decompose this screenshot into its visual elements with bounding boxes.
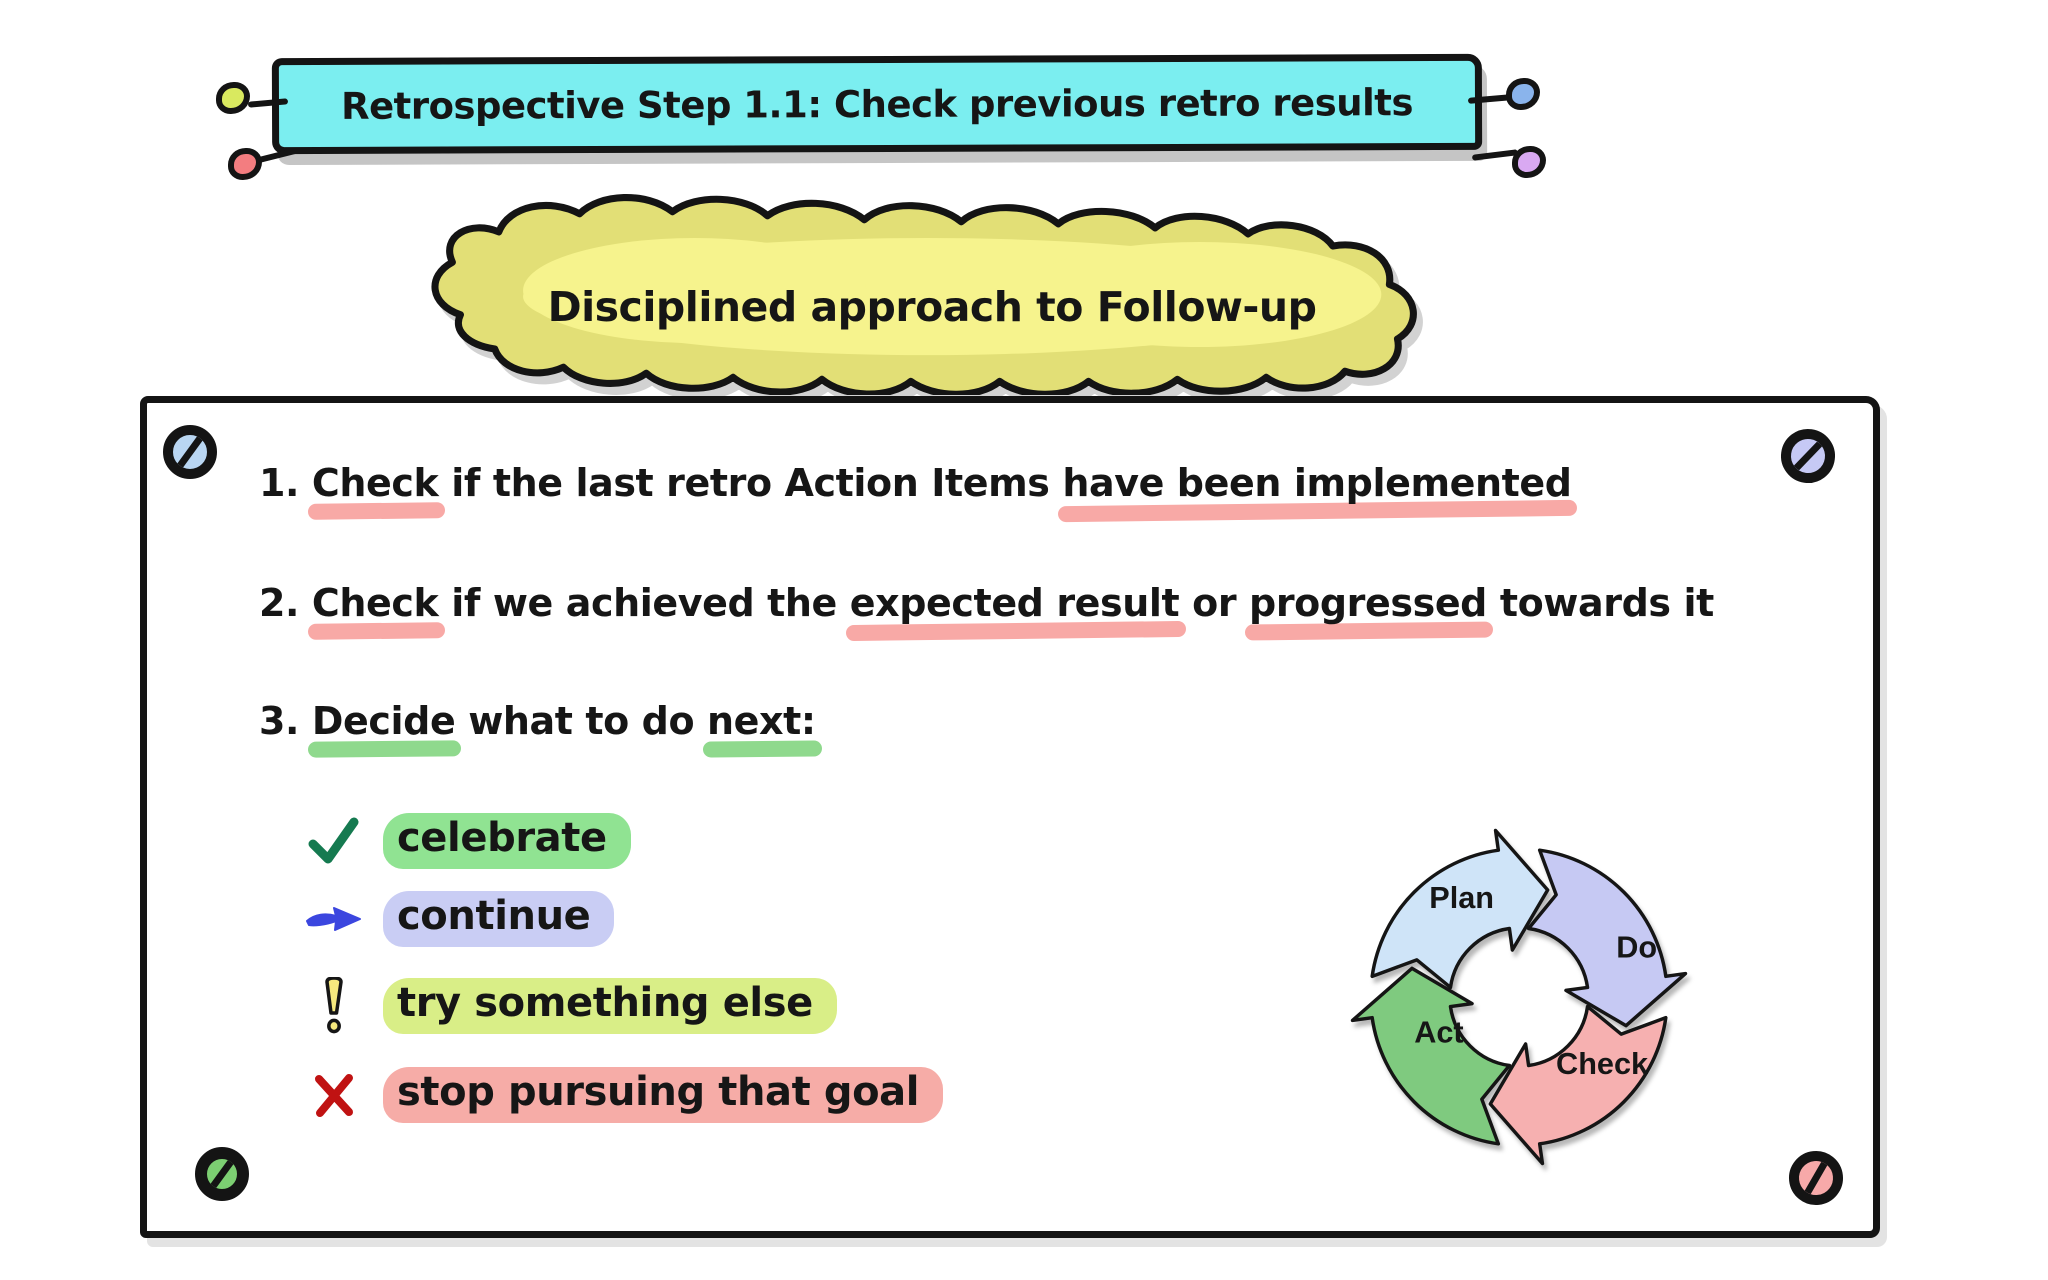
option-stop-pursuing: stop pursuing that goal [295, 1067, 944, 1123]
arrow-icon [295, 903, 373, 935]
exclamation-icon [295, 977, 373, 1035]
option-label: celebrate [383, 813, 631, 869]
item-text: what to do [455, 699, 708, 743]
cross-icon [295, 1071, 373, 1119]
item-number: 2. [259, 581, 312, 625]
title-banner: Retrospective Step 1.1: Check previous r… [271, 53, 1483, 155]
pdca-label-check: Check [1556, 1047, 1649, 1081]
screw-icon-bottom-right [1786, 1148, 1846, 1208]
pdca-label-do: Do [1616, 930, 1657, 964]
option-label: stop pursuing that goal [383, 1067, 944, 1123]
pdca-do-arrow [1526, 848, 1688, 1028]
pin-icon-top-right [1506, 78, 1540, 110]
subtitle-cloud: Disciplined approach to Follow-up [412, 190, 1452, 398]
subtitle-text: Disciplined approach to Follow-up [547, 282, 1317, 331]
underlined-phrase: have been implemented [1062, 461, 1572, 505]
option-label: try something else [383, 978, 837, 1034]
pdca-plan-arrow [1370, 828, 1550, 990]
list-item-2: 2. Check if we achieved the expected res… [259, 581, 1714, 625]
pdca-label-act: Act [1414, 1015, 1463, 1049]
pdca-act-arrow [1350, 966, 1512, 1146]
option-label: continue [383, 891, 615, 947]
underlined-word: Decide [311, 699, 456, 743]
screw-icon-top-left [163, 425, 217, 479]
list-item-1: 1. Check if the last retro Action Items … [259, 461, 1572, 505]
item-number: 1. [259, 461, 312, 505]
underlined-phrase: expected result [849, 581, 1180, 625]
item-text: or [1179, 581, 1250, 625]
pin-icon-bottom-left [228, 148, 262, 180]
list-item-3: 3. Decide what to do next: [259, 699, 816, 743]
cloud-shape [431, 194, 1417, 398]
item-text: towards it [1487, 581, 1714, 625]
option-celebrate: celebrate [295, 813, 631, 869]
underlined-word: Check [311, 461, 439, 505]
underlined-word: next: [707, 699, 816, 743]
content-board: 1. Check if the last retro Action Items … [140, 396, 1880, 1238]
pdca-check-arrow [1488, 1004, 1668, 1166]
page-title: Retrospective Step 1.1: Check previous r… [340, 80, 1414, 128]
screw-icon-bottom-left [195, 1147, 249, 1201]
underlined-word: progressed [1249, 581, 1487, 625]
item-number: 3. [259, 699, 312, 743]
pin-icon-top-left [216, 82, 250, 114]
screw-icon-top-right [1777, 425, 1839, 487]
underlined-word: Check [311, 581, 439, 625]
item-text: if the last retro Action Items [438, 461, 1063, 505]
option-continue: continue [295, 891, 615, 947]
pin-icon-bottom-right [1512, 146, 1546, 178]
pdca-label-plan: Plan [1429, 881, 1494, 915]
check-icon [295, 816, 373, 866]
pdca-cycle-diagram: Plan Do Check Act [1345, 821, 1693, 1173]
item-text: if we achieved the [438, 581, 850, 625]
option-try-something-else: try something else [295, 977, 837, 1035]
